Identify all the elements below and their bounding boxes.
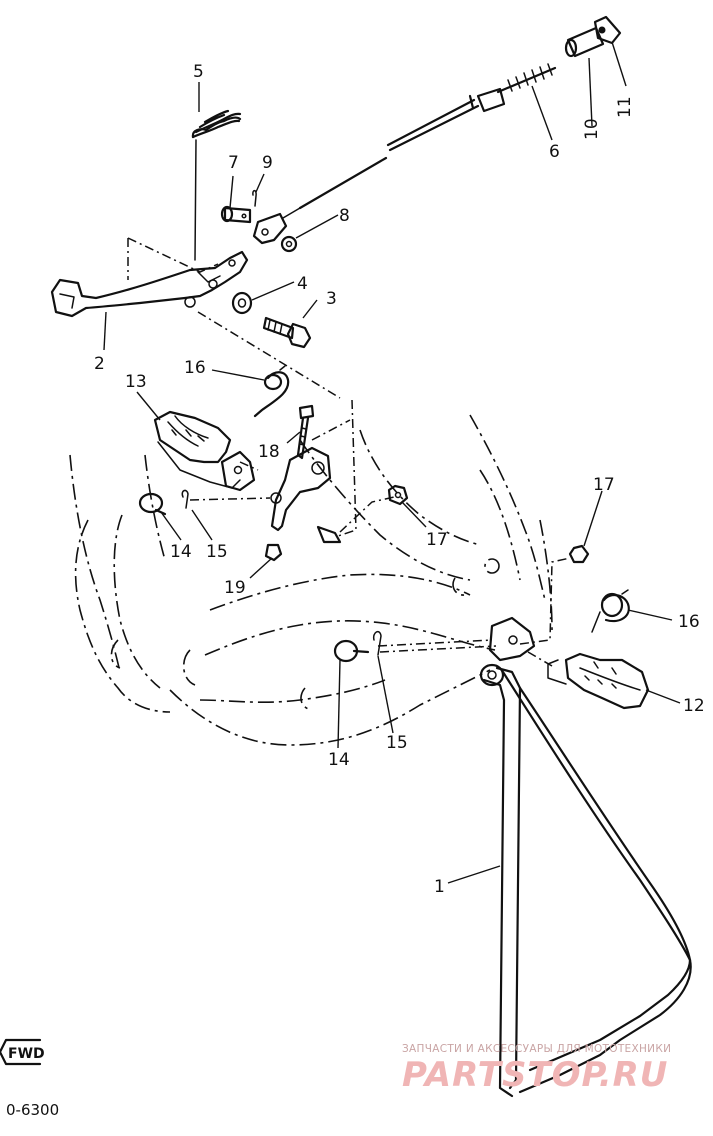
callout-18: 18 [258, 442, 280, 462]
right-footrest-pin [333, 639, 370, 663]
small-nut [264, 543, 283, 562]
left-footrest-assembly [138, 365, 409, 562]
callout-16-right: 16 [678, 612, 700, 632]
brake-rod [282, 63, 557, 219]
callout-12: 12 [683, 696, 705, 716]
callout-4: 4 [297, 274, 308, 294]
frame-outline [69, 414, 553, 746]
assembly-lines [127, 237, 571, 667]
callout-17-left: 17 [426, 530, 448, 550]
fwd-indicator: FWD [0, 1038, 45, 1066]
left-cotter-pin [181, 489, 189, 509]
clevis-pin [220, 205, 252, 224]
callout-19: 19 [224, 578, 246, 598]
callout-8: 8 [339, 206, 350, 226]
return-spring [191, 109, 242, 261]
side-stand [479, 663, 692, 1098]
left-footrest-spring [253, 365, 290, 418]
watermark-brand: PARTSTOP.RU [402, 1055, 668, 1095]
left-nut [387, 484, 409, 506]
callout-10: 10 [582, 118, 602, 140]
callout-7: 7 [228, 153, 239, 173]
fwd-label: FWD [8, 1046, 45, 1062]
callout-2: 2 [94, 354, 105, 374]
pivot-bolt [262, 316, 312, 349]
callout-14-right: 14 [328, 750, 350, 770]
footrest-bracket [220, 450, 256, 492]
leader-lines [103, 41, 681, 884]
washer [231, 291, 253, 315]
callout-11: 11 [615, 96, 635, 118]
right-nut [568, 544, 590, 564]
right-mount-bracket [488, 616, 536, 662]
right-footrest-assembly [333, 544, 650, 710]
callout-16-left: 16 [184, 358, 206, 378]
callout-3: 3 [326, 289, 337, 309]
callout-14-left: 14 [170, 542, 192, 562]
callout-15-left: 15 [206, 542, 228, 562]
callout-6: 6 [549, 142, 560, 162]
mounting-bolt [296, 404, 315, 460]
watermark-tagline: ЗАПЧАСТИ И АКСЕССУАРЫ ДЛЯ МОТОТЕХНИКИ [402, 1043, 671, 1055]
right-cotter-pin [372, 630, 382, 656]
left-footrest-pin [138, 492, 167, 516]
rod-joint [564, 26, 605, 58]
joint-pin [593, 15, 622, 45]
footrest-mount-stay [270, 446, 332, 532]
adjuster-nut [280, 235, 298, 253]
callout-1: 1 [434, 877, 445, 897]
figure-code: 0-6300 [6, 1101, 59, 1119]
callout-17-right: 17 [593, 475, 615, 495]
callout-13: 13 [125, 372, 147, 392]
watermark: ЗАПЧАСТИ И АКСЕССУАРЫ ДЛЯ МОТОТЕХНИКИ PA… [402, 1043, 671, 1095]
left-footrest [153, 410, 232, 464]
callout-9: 9 [262, 153, 273, 173]
rod-clevis [252, 212, 288, 245]
right-footrest [564, 652, 650, 710]
brake-pedal-assembly [50, 15, 622, 349]
right-footrest-spring [591, 589, 630, 633]
callout-5: 5 [193, 62, 204, 82]
callout-15-right: 15 [386, 733, 408, 753]
callout-labels: 5 7 9 8 4 3 6 10 11 2 13 16 18 17 14 15 … [94, 62, 705, 897]
cotter-pin-small [252, 189, 257, 207]
brake-pedal [50, 250, 249, 318]
